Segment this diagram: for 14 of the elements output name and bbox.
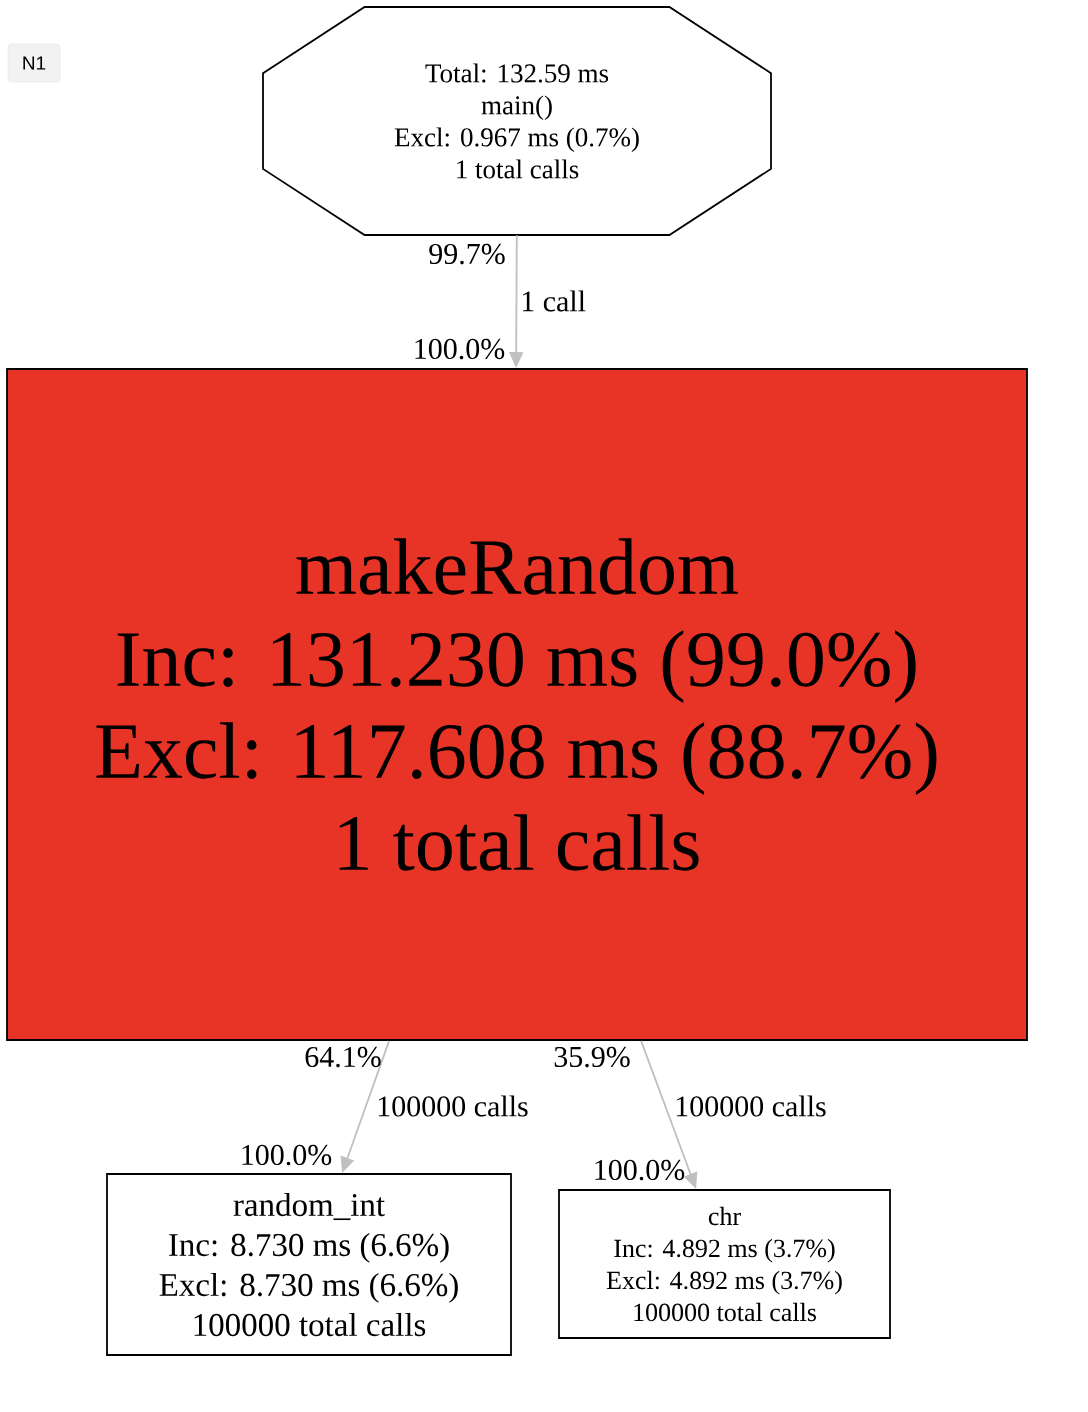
percent-label: 100.0% [415, 338, 505, 360]
percent-label: 100.0% [242, 1144, 332, 1166]
percent-label: 99.7% [429, 243, 505, 265]
edge-label: 1 call [519, 289, 587, 313]
octagon-node: Total: 132.59 ms main() Excl: 0.967 ms (0.7%) 1 total calls [262, 6, 772, 236]
function-box: chr Inc: 4.892 ms (3.7%) Excl: 4.892 ms (3.7%) 100000 total calls [558, 1189, 891, 1339]
edge-label: 100000 calls [673, 1094, 828, 1118]
tag-button: N1 [7, 43, 61, 83]
edge-label: 100000 calls [375, 1094, 530, 1118]
percent-label: 100.0% [595, 1159, 685, 1181]
percent-label: 64.1% [305, 1046, 381, 1068]
function-box: makeRandom Inc: 131.230 ms (99.0%) Excl: 117.608 ms (88.7%) 1 total calls [6, 368, 1028, 1041]
percent-label: 35.9% [554, 1046, 630, 1068]
function-box: random_int Inc: 8.730 ms (6.6%) Excl: 8.730 ms (6.6%) 100000 total calls [106, 1173, 512, 1356]
